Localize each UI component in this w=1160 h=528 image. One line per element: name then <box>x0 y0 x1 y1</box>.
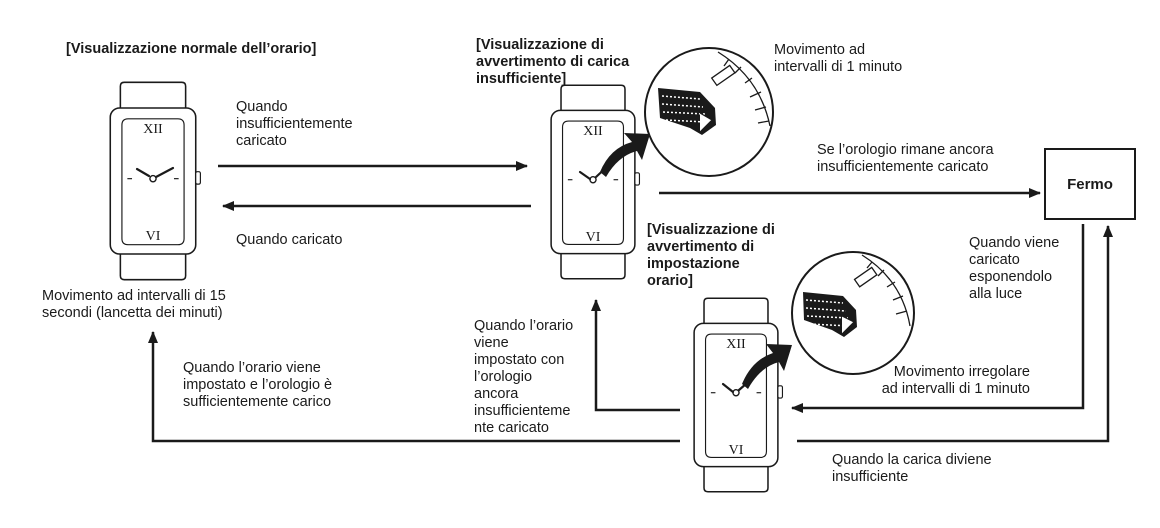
magnifier-bottom <box>791 251 915 375</box>
dial-top-numeral: XII <box>583 124 603 139</box>
label-when-charged: Quando caricato <box>236 232 343 248</box>
magnifier-pointer-top <box>600 133 650 177</box>
dial-bottom-numeral: VI <box>146 229 161 244</box>
watch-normal: XII VI <box>109 81 202 281</box>
label-move-1min: Movimento ad intervalli di 1 minuto <box>774 42 903 75</box>
label-remains-insufficient: Se l’orologio rimane ancora insufficient… <box>817 142 994 175</box>
stop-label: Fermo <box>1067 175 1113 193</box>
watch-time-setting: XII VI <box>693 297 784 493</box>
dial-bottom-numeral: VI <box>586 230 601 245</box>
arrow-time-setting-to-normal <box>148 331 680 443</box>
label-charge-insufficient: Quando la carica diviene insufficiente <box>832 452 992 485</box>
magnifier-top <box>644 47 774 177</box>
label-time-set-still-low: Quando l’orario viene impostato con l’or… <box>474 318 574 436</box>
title-time-setting-warning: [Visualizzazione di avvertimento di impo… <box>647 222 775 289</box>
arrow-stop-to-time-setting <box>791 224 1085 413</box>
magnifier-pointer-bottom <box>742 344 792 389</box>
label-time-set-sufficient: Quando l’orario viene impostato e l’orol… <box>183 360 333 410</box>
dial-top-numeral: XII <box>726 337 746 352</box>
watch-low-charge: XII VI <box>550 84 641 280</box>
label-irregular-move: Movimento irregolare ad intervalli di 1 … <box>881 364 1030 397</box>
arrow-time-setting-to-low-charge <box>591 299 680 412</box>
title-normal-display: [Visualizzazione normale dell’orario] <box>66 41 317 57</box>
label-charged-by-light: Quando viene caricato esponendolo alla l… <box>969 235 1060 302</box>
label-move-15s: Movimento ad intervalli di 15 secondi (l… <box>42 288 226 321</box>
arrow-time-setting-to-stop <box>797 225 1113 443</box>
dial-bottom-numeral: VI <box>729 443 744 458</box>
label-when-insufficient: Quando insufficientemente caricato <box>236 99 353 149</box>
dial-top-numeral: XII <box>143 122 163 137</box>
title-low-charge-warning: [Visualizzazione di avvertimento di cari… <box>476 37 630 87</box>
stop-box: Fermo <box>1044 148 1136 220</box>
